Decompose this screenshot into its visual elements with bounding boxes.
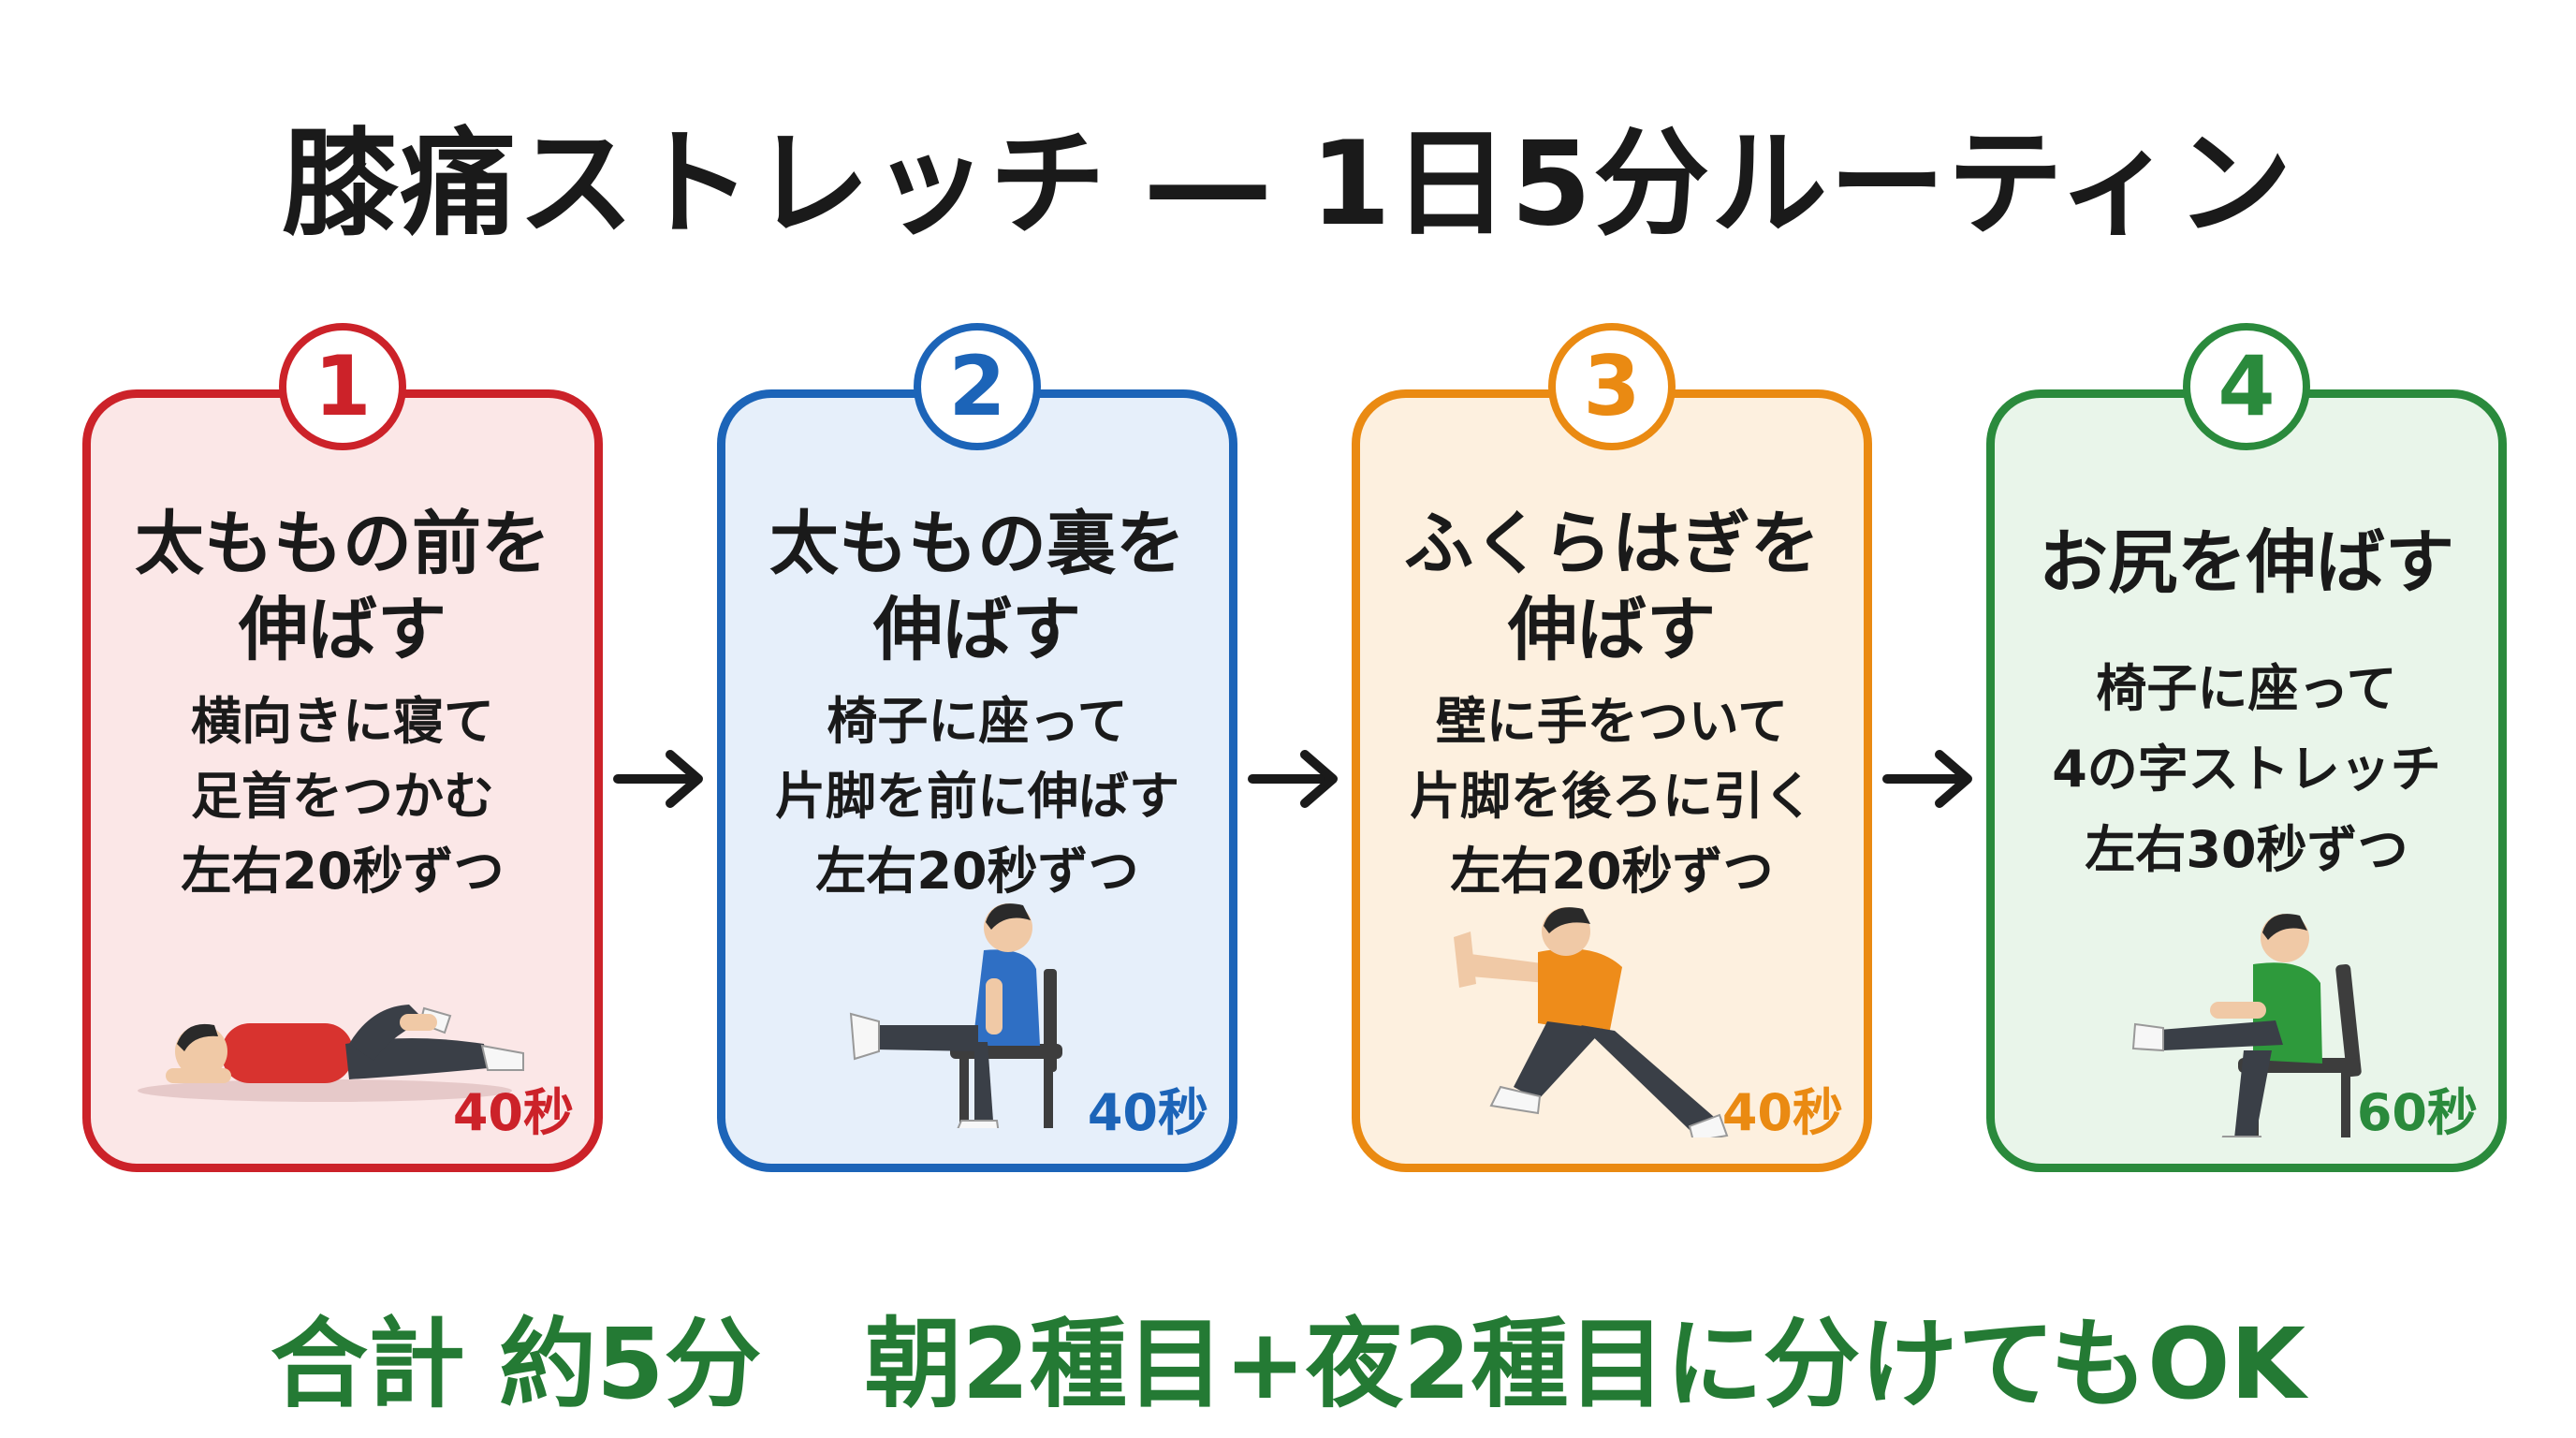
step-card-1: 太ももの前を 伸ばす 横向きに寝て 足首をつかむ 左右20秒ずつ 40秒 <box>82 389 603 1172</box>
arrow-right-icon <box>1248 750 1338 808</box>
step-desc-line: 左右20秒ずつ <box>815 842 1139 901</box>
step-heading-line: 伸ばす <box>873 590 1081 670</box>
step-desc-line: 椅子に座って <box>827 692 1128 751</box>
seated-hamstring-stretch-illustration <box>849 903 1062 1128</box>
step-desc-line: 4の字ストレッチ <box>2052 740 2441 799</box>
step-card-4: お尻を伸ばす 椅子に座って 4の字ストレッチ 左右30秒ずつ 60秒 <box>1986 389 2507 1172</box>
step-desc-line: 左右20秒ずつ <box>181 842 505 901</box>
step-heading-line: ふくらはぎを <box>1404 504 1820 584</box>
step-number-badge-3: 3 <box>1548 323 1676 450</box>
step-number-badge-2: 2 <box>914 323 1041 450</box>
step-card-3: ふくらはぎを 伸ばす 壁に手をついて 片脚を後ろに引く 左右20秒ずつ 40秒 <box>1352 389 1872 1172</box>
step-number-badge-4: 4 <box>2183 323 2310 450</box>
step-duration: 40秒 <box>452 1083 574 1142</box>
step-desc-line: 壁に手をついて <box>1435 692 1789 751</box>
step-description: 壁に手をついて 片脚を後ろに引く 左右20秒ずつ <box>1379 684 1845 909</box>
step-description: 椅子に座って 4の字ストレッチ 左右30秒ずつ <box>2013 649 2480 890</box>
step-heading-line: 伸ばす <box>239 590 446 670</box>
step-desc-line: 椅子に座って <box>2096 659 2397 718</box>
step-desc-line: 横向きに寝て <box>191 692 494 751</box>
page-title: 膝痛ストレッチ ― 1日5分ルーティン <box>282 117 2294 252</box>
step-heading-line: お尻を伸ばす <box>2039 522 2454 603</box>
step-desc-line: 左右20秒ずつ <box>1450 842 1774 901</box>
total-time-text: 合計 約5分 <box>270 1307 762 1421</box>
step-desc-line: 足首をつかむ <box>191 767 494 826</box>
arrow-right-icon <box>613 750 703 808</box>
footer-summary: 合計 約5分朝2種目+夜2種目に分けてもOK <box>0 1284 2576 1426</box>
seated-figure-four-stretch-illustration <box>2131 914 2362 1137</box>
step-heading-line: 伸ばす <box>1508 590 1716 670</box>
step-description: 椅子に座って 片脚を前に伸ばす 左右20秒ずつ <box>744 684 1210 909</box>
step-heading: 太ももの裏を 伸ばす <box>744 501 1210 673</box>
step-description: 横向きに寝て 足首をつかむ 左右20秒ずつ <box>110 684 576 909</box>
step-duration: 40秒 <box>1087 1083 1208 1142</box>
step-duration: 40秒 <box>1721 1083 1843 1142</box>
wall-calf-stretch-illustration <box>1454 907 1729 1137</box>
step-desc-line: 左右30秒ずつ <box>2085 820 2408 879</box>
step-heading-line: 太ももの前を <box>135 504 550 584</box>
step-heading: 太ももの前を 伸ばす <box>110 501 576 673</box>
arrow-right-icon <box>1882 750 1972 808</box>
step-heading: ふくらはぎを 伸ばす <box>1379 501 1845 673</box>
step-heading-line: 太ももの裏を <box>769 504 1185 584</box>
step-heading: お尻を伸ばす <box>2013 520 2480 606</box>
step-card-2: 太ももの裏を 伸ばす 椅子に座って 片脚を前に伸ばす 左右20秒ずつ 40秒 <box>717 389 1237 1172</box>
step-duration: 60秒 <box>2356 1083 2478 1142</box>
step-desc-line: 片脚を前に伸ばす <box>775 767 1179 826</box>
lying-side-stretch-illustration <box>138 1005 524 1102</box>
step-number-badge-1: 1 <box>279 323 406 450</box>
step-desc-line: 片脚を後ろに引く <box>1410 767 1814 826</box>
split-tip-text: 朝2種目+夜2種目に分けてもOK <box>864 1307 2306 1421</box>
